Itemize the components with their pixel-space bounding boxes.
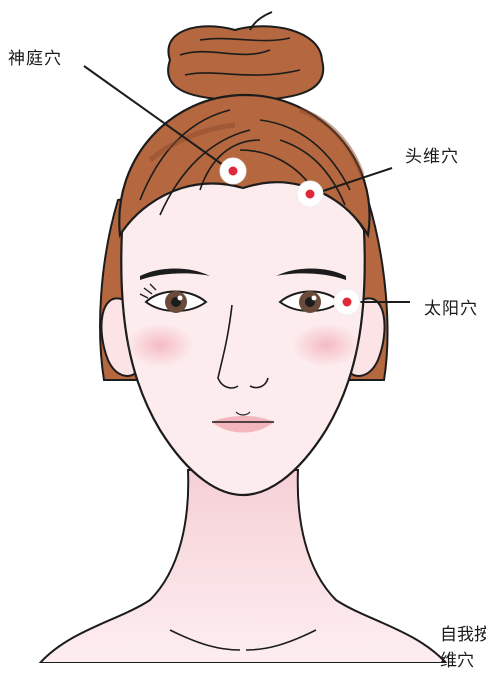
footer-caption: 自我按 维穴 (440, 622, 486, 674)
label-taiyang: 太阳穴 (424, 294, 478, 319)
label-touwei: 头维穴 (405, 142, 459, 167)
footer-caption-line1: 自我按 (440, 622, 486, 648)
label-shenting: 神庭穴 (8, 44, 62, 69)
neck-shoulders (40, 470, 446, 663)
footer-caption-line2: 维穴 (440, 648, 486, 674)
acupoint-marker-touwei (297, 181, 323, 207)
face (121, 175, 364, 495)
acupoint-marker-shenting (220, 158, 246, 184)
acupoint-marker-taiyang (334, 289, 360, 315)
